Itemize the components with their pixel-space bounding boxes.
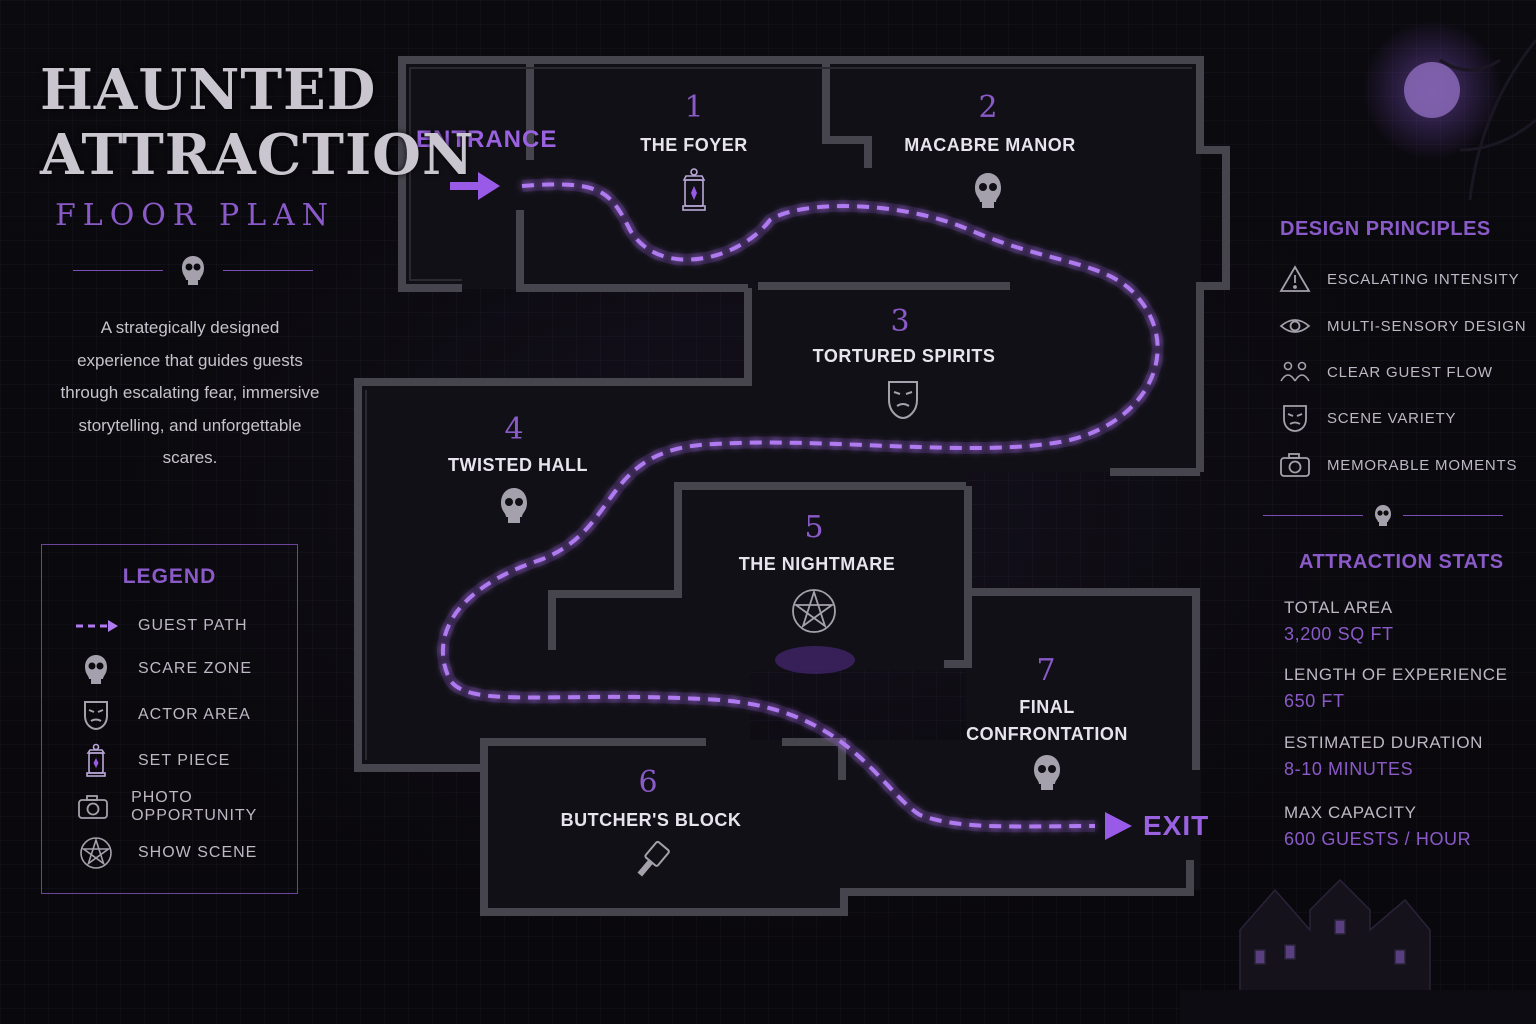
principle-label: MEMORABLE MOMENTS — [1327, 456, 1518, 474]
stat-label: ESTIMATED DURATION — [1284, 733, 1484, 752]
stat-value: 3,200 SQ FT — [1284, 624, 1394, 644]
stat-label: MAX CAPACITY — [1284, 803, 1417, 822]
legend-label: ACTOR AREA — [138, 706, 251, 723]
room-name: THE FOYER — [640, 135, 748, 155]
mask-icon — [74, 697, 118, 733]
entrance-label: ENTRANCE — [416, 126, 558, 153]
warning-icon — [1278, 263, 1312, 295]
walls-inner — [365, 67, 1192, 760]
room-number: 1 — [684, 90, 704, 125]
lantern-icon — [682, 168, 706, 211]
legend-label: SHOW SCENE — [138, 844, 258, 861]
mask-icon — [1278, 402, 1312, 434]
tree-branches — [1439, 39, 1536, 201]
legend-label: SCARE ZONE — [138, 660, 253, 677]
title-divider — [60, 255, 326, 285]
room-name: TORTURED SPIRITS — [812, 346, 996, 366]
legend-label: GUEST PATH — [138, 617, 248, 634]
stat-capacity: MAX CAPACITY 600 GUESTS / HOUR — [1284, 803, 1471, 850]
stats-heading: ATTRACTION STATS — [1299, 551, 1504, 573]
principle-multi-sensory: MULTI-SENSORY DESIGN — [1278, 310, 1526, 342]
lantern-icon — [74, 743, 118, 779]
legend-item-photo-opportunity: PHOTO OPPORTUNITY — [74, 789, 294, 825]
legend-label: PHOTO OPPORTUNITY — [131, 789, 258, 824]
room-number: 3 — [890, 304, 910, 339]
legend-item-set-piece: SET PIECE — [74, 743, 294, 779]
room-number: 6 — [638, 765, 658, 800]
stat-value: 8-10 MINUTES — [1284, 759, 1414, 779]
pentagram-icon — [74, 835, 118, 871]
room-name: TWISTED HALL — [448, 455, 588, 475]
stat-value: 650 FT — [1284, 691, 1345, 711]
room-floors — [358, 60, 1200, 912]
legend-item-actor-area: ACTOR AREA — [74, 697, 294, 733]
people-icon — [1278, 356, 1312, 388]
summoning-circle — [775, 646, 855, 674]
stat-value: 600 GUESTS / HOUR — [1284, 829, 1472, 849]
camera-icon — [1278, 449, 1312, 481]
principle-label: SCENE VARIETY — [1327, 409, 1457, 427]
room-name: BUTCHER'S BLOCK — [560, 810, 742, 830]
page-title: HAUNTED ATTRACTION FLOOR PLAN — [40, 57, 475, 233]
skull-icon — [501, 488, 527, 523]
title-line-1: HAUNTED — [40, 57, 377, 123]
room-number: 2 — [978, 90, 998, 125]
eye-icon — [1278, 310, 1312, 342]
principle-label: MULTI-SENSORY DESIGN — [1327, 317, 1527, 335]
camera-icon — [74, 789, 111, 825]
title-line-2: ATTRACTION — [40, 122, 475, 188]
legend-label: SET PIECE — [138, 752, 231, 769]
haunted-house-icon — [1239, 878, 1431, 1001]
stat-total-area: TOTAL AREA 3,200 SQ FT — [1284, 598, 1394, 645]
legend-item-guest-path: GUEST PATH — [74, 608, 294, 644]
room-name: FINAL — [1019, 697, 1075, 717]
cleaver-icon — [637, 840, 670, 877]
room-name: MACABRE MANOR — [904, 135, 1076, 155]
exit-label: EXIT — [1143, 810, 1210, 841]
stat-label: LENGTH OF EXPERIENCE — [1284, 665, 1508, 684]
guest-path — [436, 178, 1164, 833]
principle-escalating-intensity: ESCALATING INTENSITY — [1278, 263, 1519, 295]
guest-path-icon — [74, 608, 118, 644]
stat-length: LENGTH OF EXPERIENCE 650 FT — [1284, 665, 1508, 712]
room-name-line2: CONFRONTATION — [966, 724, 1128, 744]
legend-panel: LEGEND GUEST PATH SCARE ZONE ACTOR AREA … — [41, 544, 298, 894]
skull-icon — [1034, 755, 1060, 790]
principle-clear-guest-flow: CLEAR GUEST FLOW — [1278, 356, 1493, 388]
stat-duration: ESTIMATED DURATION 8-10 MINUTES — [1284, 733, 1483, 780]
subtitle: FLOOR PLAN — [54, 198, 336, 233]
entrance-arrow — [450, 172, 500, 200]
room-number: 7 — [1036, 653, 1056, 688]
legend-item-scare-zone: SCARE ZONE — [74, 651, 294, 687]
skull-icon — [1375, 505, 1391, 526]
legend-heading: LEGEND — [122, 565, 217, 588]
mask-icon — [888, 381, 918, 420]
principle-scene-variety: SCENE VARIETY — [1278, 402, 1456, 434]
walls — [354, 56, 1230, 916]
principle-label: CLEAR GUEST FLOW — [1327, 363, 1493, 381]
room-number: 5 — [804, 510, 824, 545]
skull-icon — [182, 256, 204, 285]
design-principles-heading: DESIGN PRINCIPLES — [1280, 218, 1491, 240]
moon-icon — [1362, 20, 1502, 160]
pentagram-icon — [792, 589, 836, 633]
room-number: 4 — [504, 412, 524, 447]
intro-text: A strategically designed experience that… — [60, 318, 320, 467]
room-name: THE NIGHTMARE — [738, 554, 896, 574]
skull-icon — [74, 651, 118, 687]
principle-memorable-moments: MEMORABLE MOMENTS — [1278, 449, 1517, 481]
legend-item-show-scene: SHOW SCENE — [74, 835, 294, 871]
stats-divider — [1262, 500, 1504, 530]
stat-label: TOTAL AREA — [1284, 598, 1393, 617]
exit-arrow — [1105, 812, 1132, 840]
principle-label: ESCALATING INTENSITY — [1327, 270, 1520, 288]
skull-icon — [975, 173, 1001, 208]
